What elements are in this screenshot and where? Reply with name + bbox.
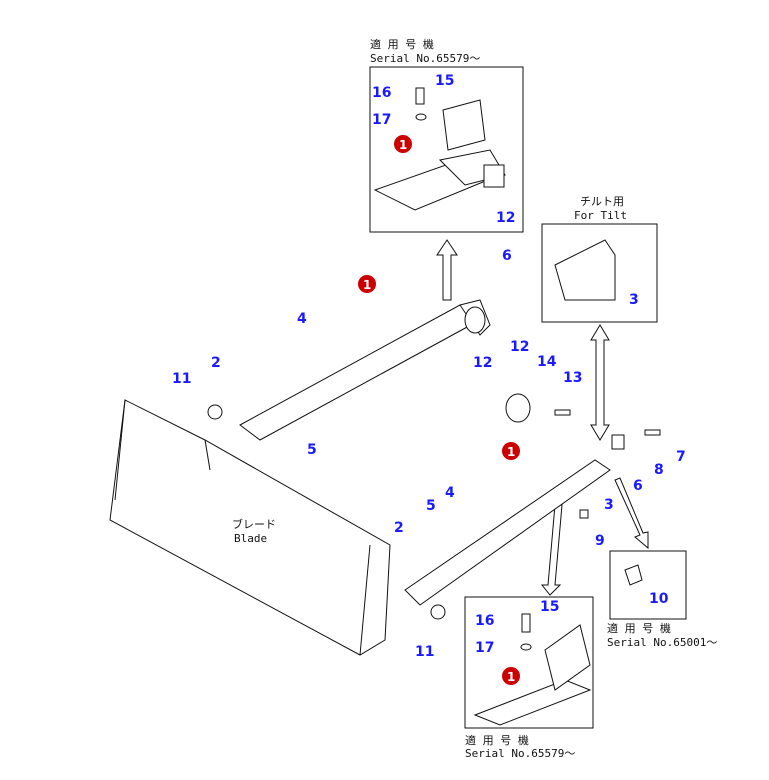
callout: 15: [540, 599, 559, 615]
tilt-inset-drawing: [554, 239, 616, 301]
blade-label-jp: ブレード: [232, 517, 276, 531]
bottom-inset-drawing: [473, 613, 592, 726]
callout: 15: [435, 73, 454, 89]
svg-text:1: 1: [507, 445, 515, 459]
bottom-serial-jp: 適 用 号 機: [465, 733, 529, 747]
callout: 11: [415, 644, 434, 660]
tilt-label-jp: チルト用: [580, 195, 624, 208]
lower-frame: [404, 459, 611, 620]
callout: 4: [445, 485, 455, 501]
inset-bottom-box: [464, 596, 594, 729]
callout: 12: [473, 355, 492, 371]
arrow-to-tilt-inset: [590, 324, 610, 441]
callout: 5: [426, 498, 436, 514]
upper-frame: [207, 299, 491, 441]
right-serial: Serial No.65001〜: [607, 636, 717, 649]
callout: 3: [629, 292, 639, 308]
callouts: 16 15 17 12 3 6 4 2 11 12 5 12 14 13 7 8…: [172, 73, 686, 660]
inset-top-box: [369, 66, 524, 233]
callout: 12: [496, 210, 515, 226]
blade-label: Blade: [234, 532, 267, 545]
callout: 17: [372, 112, 391, 128]
callout: 2: [394, 520, 404, 536]
callout: 13: [563, 370, 582, 386]
arrow-to-right-inset: [614, 477, 649, 550]
callout: 11: [172, 371, 191, 387]
callout: 5: [307, 442, 317, 458]
arrow-up-to-top-inset: [436, 239, 458, 301]
inset-tilt-box: [541, 223, 658, 323]
callout: 3: [604, 497, 614, 513]
callout: 9: [595, 533, 605, 549]
bottom-serial: Serial No.65579〜: [465, 747, 575, 760]
blade: [109, 399, 391, 656]
callout: 16: [372, 85, 391, 101]
svg-text:1: 1: [507, 670, 515, 684]
top-serial: Serial No.65579〜: [370, 52, 480, 65]
callout: 6: [502, 248, 512, 264]
callout: 10: [649, 591, 669, 607]
top-inset-drawing: [373, 87, 506, 211]
callout: 6: [633, 478, 643, 494]
arrow-to-bottom-inset: [540, 504, 563, 596]
callout: 16: [475, 613, 494, 629]
inset-right-box: [609, 550, 687, 620]
right-serial-jp: 適 用 号 機: [607, 621, 671, 635]
callout: 17: [475, 640, 494, 656]
svg-text:1: 1: [363, 278, 371, 292]
middle-parts: [505, 393, 661, 519]
callout: 14: [537, 354, 557, 370]
tilt-label: For Tilt: [574, 209, 627, 222]
bracket-10-drawing: [624, 564, 643, 586]
callout: 4: [297, 311, 307, 327]
svg-text:1: 1: [399, 138, 407, 152]
main-part-marker: 1 1 1 1: [358, 135, 520, 685]
callout: 7: [676, 449, 686, 465]
top-serial-jp: 適 用 号 機: [370, 37, 434, 51]
callout: 8: [654, 462, 664, 478]
callout: 2: [211, 355, 221, 371]
callout: 12: [510, 339, 529, 355]
